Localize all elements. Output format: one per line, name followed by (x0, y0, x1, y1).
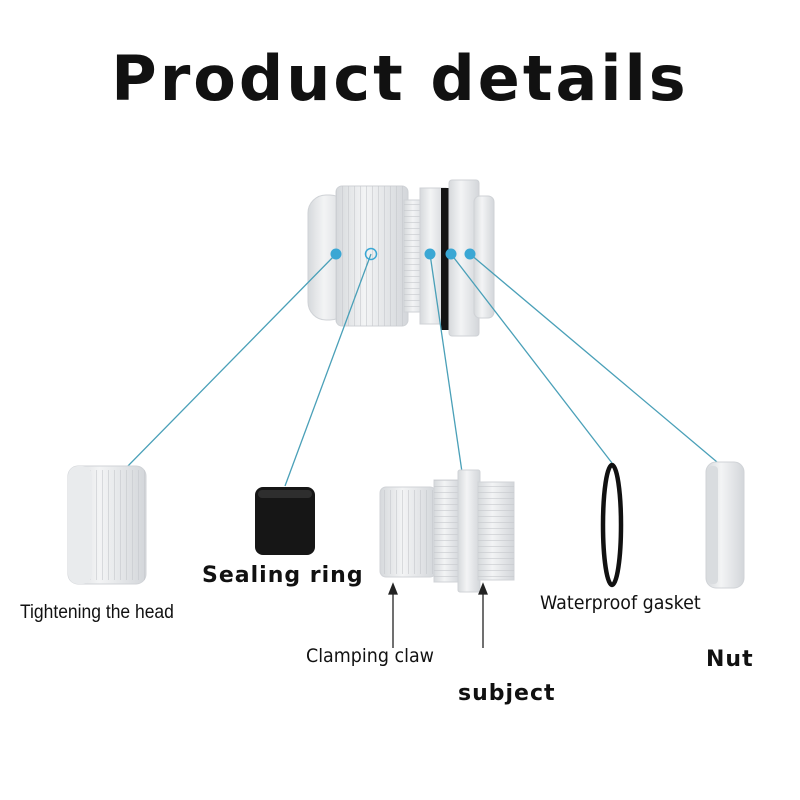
label-tightening-head: Tightening the head (20, 602, 174, 623)
label-waterproof-gasket: Waterproof gasket (540, 592, 701, 614)
label-sealing-ring: Sealing ring (202, 563, 364, 588)
leader-line-head (123, 253, 337, 471)
arrows (388, 582, 488, 648)
leader-line-nut (469, 253, 718, 463)
marker-dot-nut (464, 248, 476, 260)
leader-lines (123, 253, 718, 487)
assembled-cable-gland (307, 179, 495, 337)
tightening-head-part (67, 465, 147, 585)
leader-line-sealing (284, 253, 372, 487)
label-clamping-claw: Clamping claw (306, 645, 434, 667)
marker-dot-gasket (445, 248, 457, 260)
leader-line-gasket (450, 253, 613, 464)
label-nut: Nut (706, 647, 754, 672)
leader-line-subject (429, 253, 463, 473)
subject-body-part (379, 469, 515, 593)
marker-dots (330, 247, 476, 261)
marker-dot-head (330, 248, 342, 260)
label-subject: subject (458, 681, 556, 706)
page-title: Product details (111, 42, 689, 115)
marker-dot-subject (424, 248, 436, 260)
nut-part (705, 461, 745, 589)
sealing-ring-part (255, 487, 315, 555)
waterproof-gasket-part (600, 462, 624, 588)
marker-dot-sealing (364, 247, 378, 261)
